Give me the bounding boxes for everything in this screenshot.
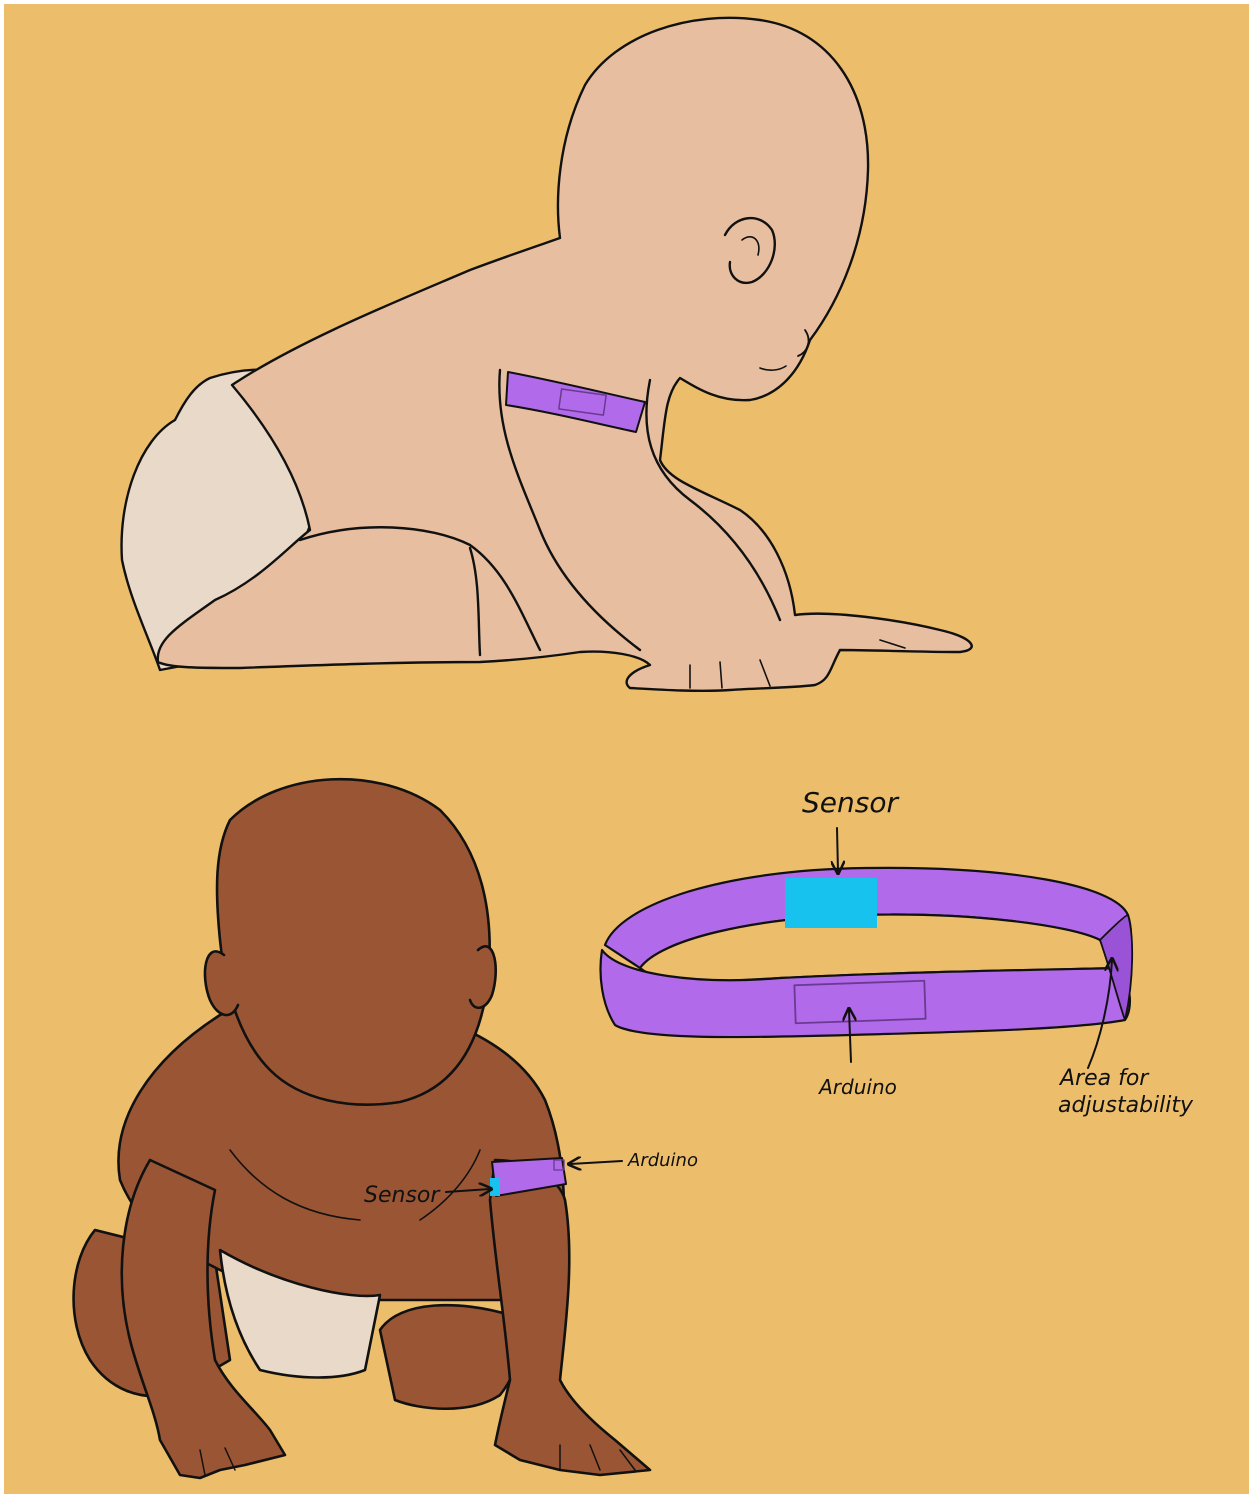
- arrow-icon: [837, 828, 838, 872]
- band-adjust-label-line1: Area for: [1058, 1066, 1150, 1091]
- arm-sensor-label: Sensor: [364, 1183, 441, 1208]
- band-adjust-label-line2: adjustability: [1058, 1093, 1194, 1118]
- right-leg-front: [380, 1305, 521, 1409]
- band-arduino-label: Arduino: [817, 1075, 897, 1099]
- head-front: [217, 779, 490, 1104]
- band-sensor-label: Sensor: [802, 786, 899, 819]
- band-sensor-patch: [785, 878, 877, 928]
- arm-arduino-label: Arduino: [627, 1150, 698, 1171]
- sensor-patch-front: [490, 1178, 500, 1196]
- band-diagram: [601, 868, 1133, 1037]
